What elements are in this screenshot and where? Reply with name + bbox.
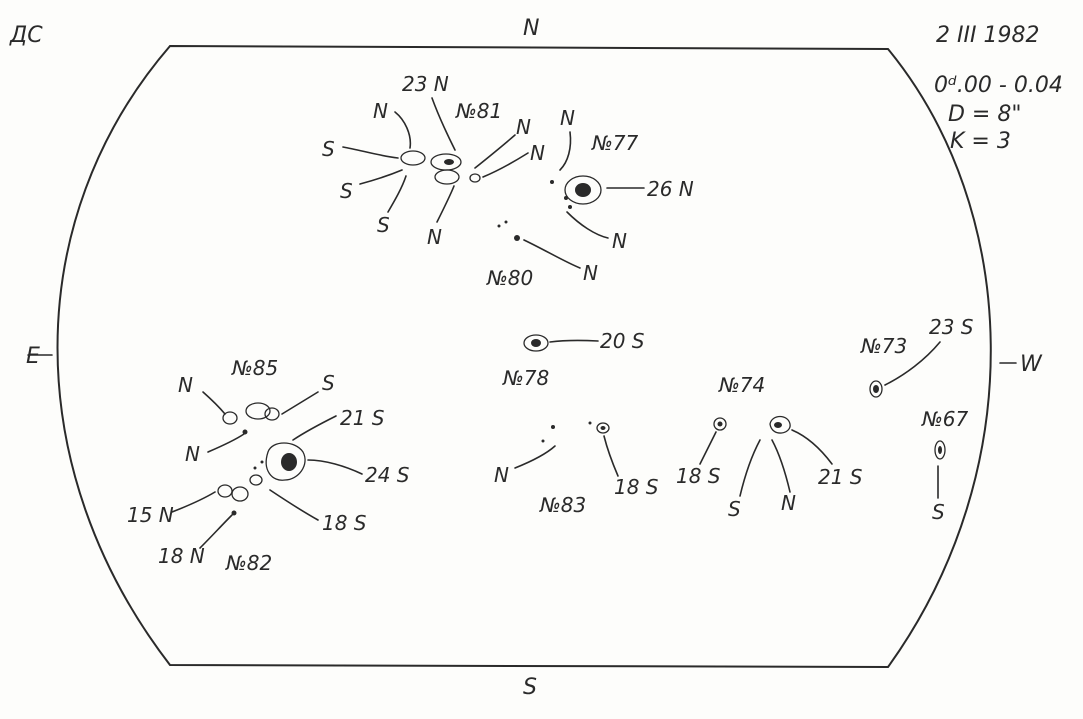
polarity-label: 15 N — [127, 503, 174, 527]
polarity-label: 21 S — [818, 465, 863, 489]
sunspot-group-82: №82 21 S 24 S 15 N 18 S 18 N — [127, 406, 410, 575]
polarity-label: S — [728, 497, 741, 521]
polarity-label: N — [560, 106, 575, 130]
polarity-label: N — [427, 225, 442, 249]
sunspot-group-78: №78 20 S — [502, 329, 645, 390]
group-id-81: №81 — [455, 99, 502, 123]
compass-east: E — [26, 344, 40, 369]
telescope-diameter: D = 8" — [948, 102, 1021, 127]
polarity-label: 24 S — [365, 463, 410, 487]
group-id-73: №73 — [860, 334, 907, 358]
observation-time: 0ᵈ.00 - 0.04 — [934, 73, 1063, 98]
sunspot-group-73: №73 23 S — [860, 315, 974, 398]
observation-date: 2 III 1982 — [936, 23, 1039, 48]
polarity-label: N — [494, 463, 509, 487]
group-id-67: №67 — [921, 407, 969, 431]
compass-west: W — [1020, 352, 1043, 377]
observatory-code: ДС — [9, 23, 43, 48]
polarity-label: 18 S — [322, 511, 367, 535]
polarity-label: 18 N — [158, 544, 205, 568]
group-id-74: №74 — [718, 373, 765, 397]
sunspot-group-83: №83 N 18 S — [494, 421, 659, 517]
sunspot-group-74: №74 18 S S N 21 S — [676, 373, 863, 521]
polarity-label: S — [322, 137, 335, 161]
polarity-label: 18 S — [676, 464, 721, 488]
polarity-label: N — [530, 141, 545, 165]
group-id-85: №85 — [231, 356, 278, 380]
polarity-label: N — [612, 229, 627, 253]
k-value: K = 3 — [950, 129, 1011, 154]
sunspot-group-77: №77 N 26 N N — [550, 106, 694, 253]
polarity-label: N — [516, 115, 531, 139]
polarity-label: N — [781, 491, 796, 515]
solar-disk-outline — [27, 44, 1017, 669]
group-id-80: №80 — [486, 266, 533, 290]
compass-south: S — [523, 675, 537, 700]
polarity-label: S — [322, 371, 335, 395]
sunspot-group-80: №80 N — [486, 220, 598, 290]
polarity-label: S — [932, 500, 945, 524]
polarity-label: N — [373, 99, 388, 123]
polarity-label: S — [340, 179, 353, 203]
polarity-label: 26 N — [647, 177, 694, 201]
polarity-label: N — [583, 261, 598, 285]
compass-north: N — [523, 16, 539, 41]
polarity-label: 20 S — [600, 329, 645, 353]
polarity-label: 23 N — [402, 72, 449, 96]
group-id-77: №77 — [591, 131, 639, 155]
sunspot-group-67: №67 S — [921, 407, 969, 524]
sunspot-group-85: №85 N S N — [178, 356, 335, 466]
sunspot-group-81: №81 23 N N S S S N N N — [322, 72, 545, 249]
polarity-label: 21 S — [340, 406, 385, 430]
group-id-83: №83 — [539, 493, 586, 517]
group-id-82: №82 — [225, 551, 272, 575]
group-id-78: №78 — [502, 366, 549, 390]
polarity-label: N — [185, 442, 200, 466]
polarity-label: 23 S — [929, 315, 974, 339]
polarity-label: N — [178, 373, 193, 397]
polarity-label: 18 S — [614, 475, 659, 499]
polarity-label: S — [377, 213, 390, 237]
